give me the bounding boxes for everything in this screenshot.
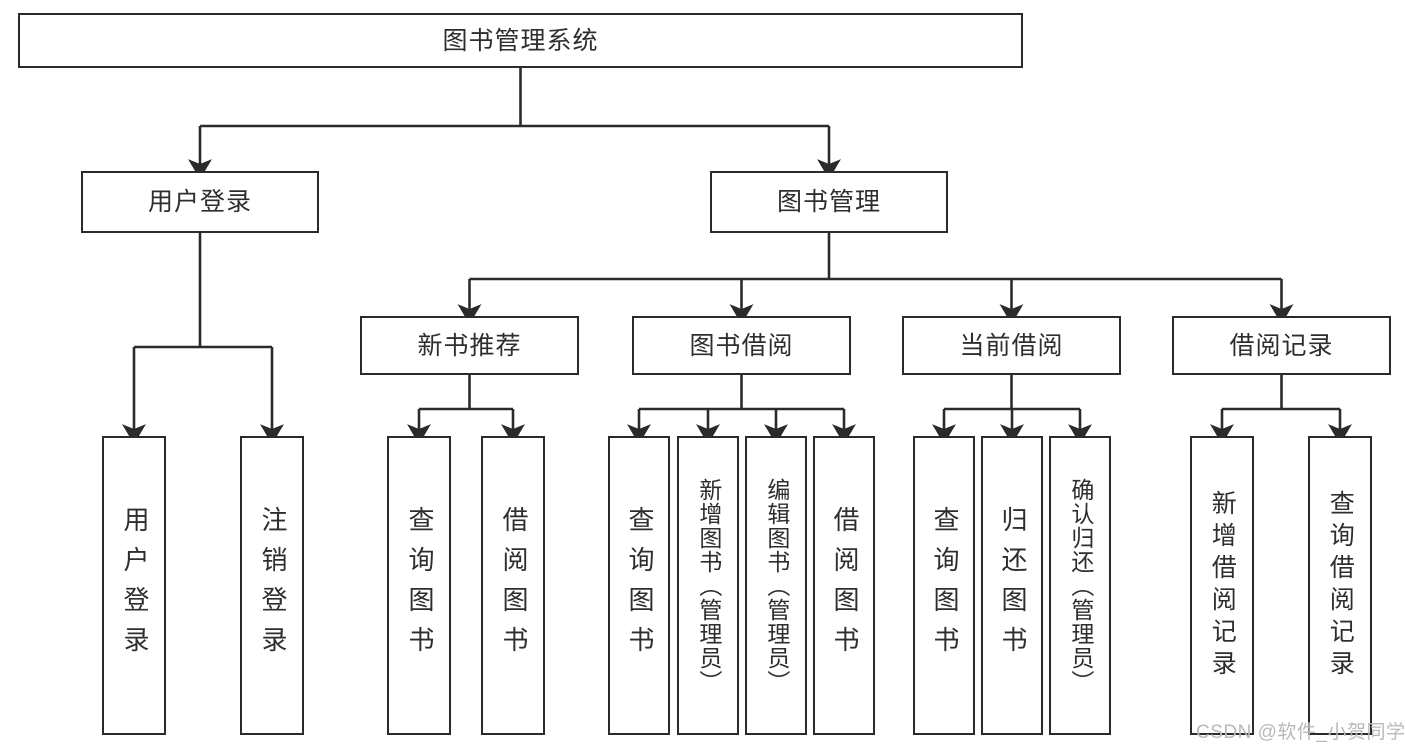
node-label: 确认归还（管理员） xyxy=(1067,477,1094,694)
node-new-book-rec[interactable]: 新书推荐 xyxy=(360,316,579,375)
node-label: 查询图书 xyxy=(404,505,435,666)
node-leaf-edit-book[interactable]: 编辑图书（管理员） xyxy=(745,436,807,735)
node-leaf-query-book-2[interactable]: 查询图书 xyxy=(608,436,670,735)
node-label: 当前借阅 xyxy=(959,331,1064,360)
node-borrow-record[interactable]: 借阅记录 xyxy=(1172,316,1391,375)
node-label: 查询图书 xyxy=(929,505,960,666)
node-label: 编辑图书（管理员） xyxy=(763,477,790,694)
node-leaf-query-record[interactable]: 查询借阅记录 xyxy=(1308,436,1372,735)
node-label: 新增图书（管理员） xyxy=(695,477,722,694)
node-label: 查询图书 xyxy=(624,505,655,666)
node-current-borrow[interactable]: 当前借阅 xyxy=(902,316,1121,375)
node-leaf-return-book[interactable]: 归还图书 xyxy=(981,436,1043,735)
node-leaf-borrow-book-2[interactable]: 借阅图书 xyxy=(813,436,875,735)
node-leaf-query-book-3[interactable]: 查询图书 xyxy=(913,436,975,735)
node-leaf-user-login[interactable]: 用户登录 xyxy=(102,436,166,735)
node-label: 新增借阅记录 xyxy=(1208,489,1237,682)
node-leaf-borrow-book-1[interactable]: 借阅图书 xyxy=(481,436,545,735)
node-leaf-add-book[interactable]: 新增图书（管理员） xyxy=(677,436,739,735)
node-label: 图书借阅 xyxy=(689,331,794,360)
node-label: 用户登录 xyxy=(147,188,252,216)
node-label: 图书管理 xyxy=(776,188,881,216)
node-label: 图书管理系统 xyxy=(442,26,599,55)
node-label: 新书推荐 xyxy=(417,331,522,360)
node-leaf-logout[interactable]: 注销登录 xyxy=(240,436,304,735)
node-leaf-add-record[interactable]: 新增借阅记录 xyxy=(1190,436,1254,735)
node-label: 注销登录 xyxy=(257,505,288,666)
node-leaf-query-book-1[interactable]: 查询图书 xyxy=(387,436,451,735)
node-book-borrow[interactable]: 图书借阅 xyxy=(632,316,851,375)
node-label: 借阅图书 xyxy=(829,505,860,666)
node-label: 归还图书 xyxy=(997,505,1028,666)
node-label: 用户登录 xyxy=(119,505,150,666)
node-label: 借阅图书 xyxy=(498,505,529,666)
node-user-login[interactable]: 用户登录 xyxy=(81,171,319,233)
node-leaf-confirm-return[interactable]: 确认归还（管理员） xyxy=(1049,436,1111,735)
node-root[interactable]: 图书管理系统 xyxy=(18,13,1023,68)
node-label: 查询借阅记录 xyxy=(1326,489,1355,682)
node-label: 借阅记录 xyxy=(1229,331,1334,360)
node-book-manage[interactable]: 图书管理 xyxy=(710,171,948,233)
